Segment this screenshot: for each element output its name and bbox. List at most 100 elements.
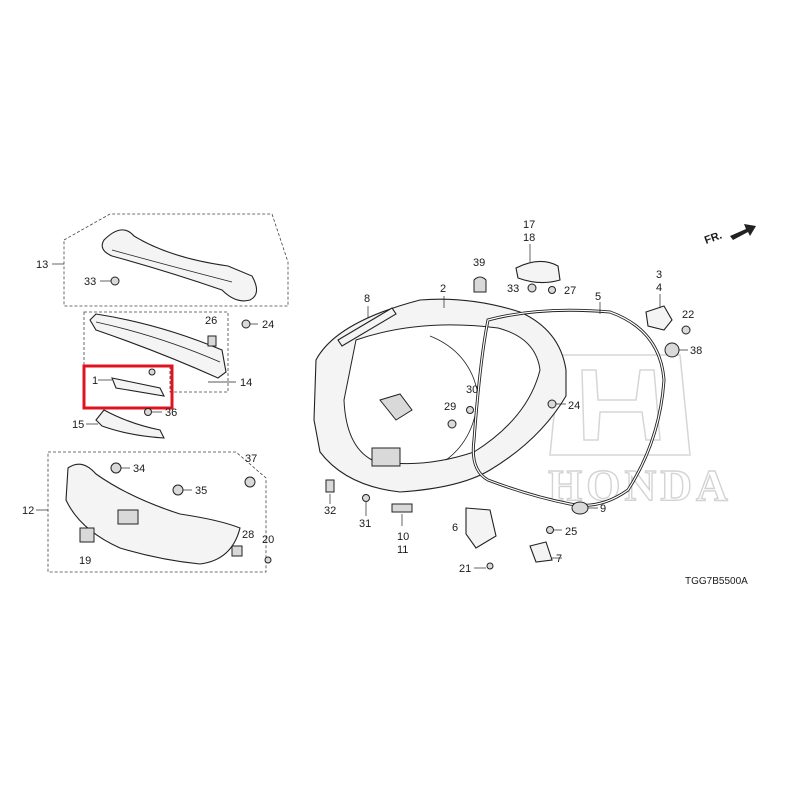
callout-6: 6 (452, 522, 458, 534)
callout-33-left: 33 (84, 276, 96, 288)
callout-39: 39 (473, 257, 485, 269)
lower-garnish-dashed-frame (47, 451, 267, 573)
latch-6 (465, 507, 497, 549)
clip-37 (244, 476, 256, 488)
callout-3: 3 (656, 269, 662, 281)
clip-26 (207, 335, 217, 347)
callout-8: 8 (364, 293, 370, 305)
clip-33-left (100, 276, 120, 286)
callout-11: 11 (397, 544, 408, 556)
callout-38: 38 (690, 345, 702, 357)
clip-29 (447, 419, 457, 429)
bolt-22 (681, 325, 691, 335)
callout-29: 29 (444, 401, 456, 413)
hinge-3-4 (645, 305, 673, 331)
callout-9: 9 (600, 503, 606, 515)
callout-22: 22 (682, 309, 694, 321)
callout-25: 25 (565, 526, 577, 538)
callout-13: 13 (36, 259, 48, 271)
callout-19: 19 (79, 555, 91, 567)
callout-10: 10 (397, 531, 409, 543)
callout-5: 5 (595, 291, 601, 303)
part-17-18 (515, 260, 561, 284)
spoiler-dashed-frame (63, 213, 289, 307)
hinge-area (379, 393, 413, 421)
hinge-part (645, 294, 673, 331)
stopper-38 (664, 342, 688, 358)
callout-labels: 13 33 26 24 14 1 36 15 12 34 35 37 28 20… (22, 219, 702, 575)
garnish-dashed-frame (83, 311, 229, 393)
part-15 (95, 409, 165, 439)
clip-36 (144, 408, 162, 416)
callout-20: 20 (262, 534, 274, 546)
front-direction-indicator: FR. (703, 224, 756, 247)
callout-18: 18 (523, 232, 535, 244)
callout-21: 21 (459, 563, 471, 575)
bolt-24-right (547, 399, 566, 409)
callout-24-left: 24 (262, 319, 274, 331)
callout-2: 2 (440, 283, 446, 295)
callout-37: 37 (245, 453, 257, 465)
honda-watermark: HONDA (547, 354, 728, 511)
callout-4: 4 (656, 282, 662, 294)
part-15-bracket (86, 408, 165, 439)
callout-24-right: 24 (568, 400, 580, 412)
clip-33-right (527, 283, 537, 293)
garnish-assembly (83, 311, 258, 393)
front-arrow-icon (730, 224, 756, 240)
callout-33-right: 33 (507, 283, 519, 295)
screw-25 (546, 526, 562, 534)
tailgate-window (343, 324, 541, 465)
callout-31: 31 (359, 518, 371, 530)
callout-7: 7 (556, 553, 562, 565)
clip-31 (362, 494, 370, 516)
switch-10-11 (391, 503, 413, 526)
screw-20 (264, 556, 272, 564)
weatherstrip (471, 302, 666, 507)
clip-35 (172, 484, 192, 496)
spoiler-part (101, 229, 258, 302)
part-1-light (111, 377, 165, 397)
garnish-bar (89, 313, 227, 379)
clip-27 (548, 286, 556, 294)
callout-28: 28 (242, 529, 254, 541)
callout-30: 30 (466, 384, 478, 396)
highlight-box (82, 364, 174, 410)
diagram-code: TGG7B5500A (685, 576, 748, 587)
callout-14: 14 (240, 377, 252, 389)
callout-36: 36 (165, 407, 177, 419)
striker-7 (529, 541, 562, 563)
license-plate-recess (371, 447, 401, 467)
spoiler-edge-line (111, 249, 233, 283)
front-direction-label: FR. (703, 229, 724, 246)
part-1-screw (148, 368, 156, 376)
gas-strut (337, 306, 397, 347)
clip-30 (466, 406, 474, 414)
callout-34: 34 (133, 463, 145, 475)
callout-15: 15 (72, 419, 84, 431)
strut-body (337, 307, 397, 347)
callout-32: 32 (324, 505, 336, 517)
spoiler-assembly (52, 213, 289, 307)
callout-17: 17 (523, 219, 535, 231)
callout-27: 27 (564, 285, 576, 297)
callout-26: 26 (205, 315, 217, 327)
lower-garnish-part (65, 463, 241, 565)
clip-28 (231, 545, 243, 557)
screw-21 (474, 562, 494, 570)
garnish-inner-line (95, 321, 221, 363)
lower-garnish-assembly (36, 451, 272, 573)
clip-39 (473, 276, 487, 293)
clip-34 (110, 462, 130, 474)
clip-32 (325, 479, 335, 504)
part-1-highlight (82, 364, 174, 410)
emblem-mount (117, 509, 139, 525)
honda-watermark-logo (549, 354, 691, 456)
callout-1: 1 (92, 375, 98, 387)
tailgate-body (313, 296, 567, 493)
stopper-9 (571, 501, 598, 515)
bolt-24-left (241, 319, 258, 329)
emblem-19 (79, 527, 95, 543)
callout-35: 35 (195, 485, 207, 497)
